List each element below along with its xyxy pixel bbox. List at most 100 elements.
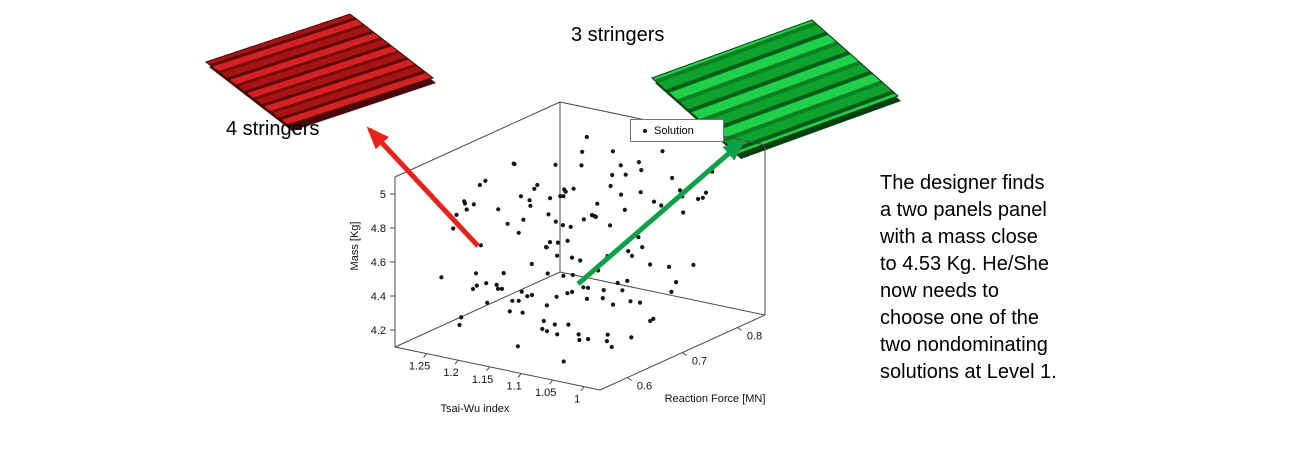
scatter-point <box>609 344 614 350</box>
scatter-point <box>703 190 709 195</box>
scatter-point <box>576 332 581 337</box>
scatter-point <box>528 203 533 208</box>
scatter-point <box>518 194 524 199</box>
axes-box-edge <box>394 346 601 391</box>
scatter-point <box>565 238 570 243</box>
scatter-point <box>544 303 550 308</box>
scatter-point <box>541 318 546 324</box>
scatter-point <box>639 168 644 173</box>
scatter-point <box>457 322 462 328</box>
scatter-point <box>677 188 683 193</box>
scatter-point <box>568 224 573 229</box>
scatter-point <box>577 337 582 343</box>
scatter-point <box>636 160 642 165</box>
scatter-point <box>626 249 631 254</box>
scatter-point <box>640 245 645 250</box>
scatter-point <box>610 172 615 178</box>
x-tick <box>549 379 554 385</box>
z-tick-label: 4.2 <box>371 325 386 337</box>
scatter-point <box>521 217 526 222</box>
scatter-point <box>485 300 490 305</box>
scatter-point <box>610 149 616 154</box>
scatter-point <box>589 213 595 218</box>
scatter-point <box>691 262 696 267</box>
x-tick <box>517 373 522 378</box>
z-axis-label: Mass [Kg] <box>349 221 361 271</box>
scatter-point <box>439 275 444 280</box>
x-tick-label: 1.2 <box>443 367 458 379</box>
axes-box-edge <box>394 101 561 178</box>
y-tick <box>737 327 742 331</box>
scatter-point <box>496 207 501 212</box>
scatter-point <box>618 192 624 197</box>
scatter-point <box>595 201 600 206</box>
axes-box-edge <box>394 271 561 348</box>
scatter-point <box>666 264 672 269</box>
scatter-point <box>578 258 583 263</box>
scatter-point <box>586 337 591 342</box>
scatter-point <box>584 134 589 140</box>
scatter-point <box>629 335 634 340</box>
red-panel-illustration <box>204 13 436 131</box>
scatter-point <box>459 315 464 320</box>
designer-note: The designer finds a two panels panel wi… <box>880 170 1057 386</box>
y-tick-label: 0.6 <box>637 381 652 393</box>
scatter-point <box>471 202 476 207</box>
scatter-point <box>637 300 643 305</box>
scatter-point <box>510 298 515 303</box>
scatter-point <box>494 282 499 287</box>
scatter-point <box>615 280 620 286</box>
scatter-point <box>580 149 585 154</box>
scatter-point <box>623 172 628 177</box>
scatter-point <box>620 288 625 293</box>
scatter-point <box>622 207 627 212</box>
y-tick <box>627 377 632 381</box>
scatter-point <box>696 196 701 202</box>
scatter-point <box>505 221 510 226</box>
scatter-point <box>610 302 616 307</box>
scatter-point <box>535 182 540 188</box>
x-tick <box>486 366 491 372</box>
scatter-point <box>593 214 599 219</box>
scatter-point <box>563 189 568 194</box>
scatter-point <box>566 322 571 327</box>
red-panel-label: 4 stringers <box>226 118 320 140</box>
scatter-point <box>529 261 534 267</box>
scatter-plot-3d: 1.251.21.151.11.0510.60.70.84.24.44.64.8… <box>371 101 766 406</box>
scatter-point <box>561 359 566 364</box>
scatter-point <box>501 271 506 276</box>
scatter-point <box>451 226 456 231</box>
scatter-point <box>544 329 550 334</box>
scatter-point <box>545 271 550 276</box>
scatter-point <box>660 149 665 154</box>
scatter-point <box>700 195 705 200</box>
y-tick <box>682 352 687 356</box>
scatter-point <box>495 286 501 291</box>
z-tick-label: 4.6 <box>371 257 386 269</box>
scatter-point <box>561 273 566 278</box>
scatter-point <box>648 318 653 324</box>
axes-box-edge <box>559 271 766 316</box>
note-line: two nondominating <box>880 334 1048 356</box>
scatter-point <box>625 278 630 283</box>
scatter-point <box>618 163 623 168</box>
scatter-point <box>507 309 512 314</box>
scatter-point <box>552 322 557 327</box>
scatter-point <box>674 280 679 285</box>
scatter-point <box>516 298 521 303</box>
x-tick <box>580 386 585 391</box>
y-axis-label: Reaction Force [MN] <box>664 393 766 405</box>
scatter-point <box>584 296 590 301</box>
x-tick-label: 1.15 <box>472 374 493 386</box>
legend: Solution <box>630 119 724 142</box>
z-tick-label: 4.4 <box>371 291 386 303</box>
scatter-point <box>670 175 675 181</box>
scatter-point <box>546 212 551 217</box>
scatter-point <box>638 190 643 195</box>
scatter-point <box>515 344 521 349</box>
scatter-point <box>601 288 606 293</box>
scatter-point <box>478 243 483 248</box>
scatter-point <box>529 292 535 298</box>
